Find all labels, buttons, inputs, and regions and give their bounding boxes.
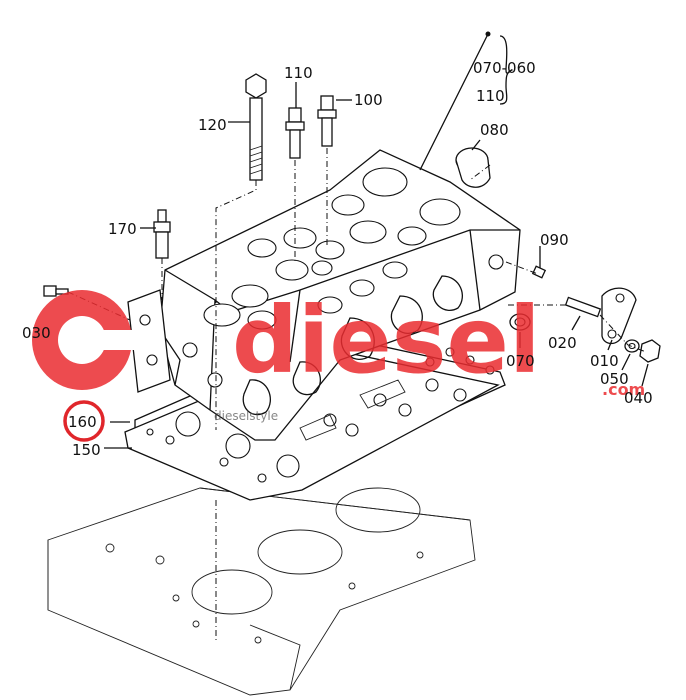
head-gasket bbox=[124, 334, 506, 501]
label-110-range: 110 bbox=[476, 87, 505, 105]
label-040: 040 bbox=[624, 389, 653, 407]
head-bolt-120 bbox=[245, 73, 267, 181]
cylinder-head bbox=[159, 149, 521, 441]
watermark-brand: diesel bbox=[232, 287, 540, 394]
label-080: 080 bbox=[480, 121, 509, 139]
valve-guide-110 bbox=[285, 107, 305, 159]
bolt-030 bbox=[43, 285, 69, 297]
centre-lines bbox=[67, 148, 647, 640]
label-070-060: 070-060 bbox=[473, 59, 536, 77]
watermark-small-text: dieselstyle bbox=[214, 409, 278, 423]
label-030: 030 bbox=[22, 324, 51, 342]
label-010: 010 bbox=[590, 352, 619, 370]
label-020: 020 bbox=[548, 334, 577, 352]
label-090: 090 bbox=[540, 231, 569, 249]
label-170: 170 bbox=[108, 220, 137, 238]
fitting-090 bbox=[531, 265, 547, 279]
label-100: 100 bbox=[354, 91, 383, 109]
label-120: 120 bbox=[198, 116, 227, 134]
label-070: 070 bbox=[506, 352, 535, 370]
label-110: 110 bbox=[284, 64, 313, 82]
washer-050 bbox=[624, 339, 640, 353]
label-160: 160 bbox=[68, 413, 97, 431]
plug-080 bbox=[455, 147, 491, 188]
label-150: 150 bbox=[72, 441, 101, 459]
washer-070 bbox=[509, 313, 531, 331]
engine-block bbox=[47, 487, 476, 696]
watermark-domain: .com bbox=[602, 380, 645, 399]
fitting-170 bbox=[153, 209, 171, 259]
label-050: 050 bbox=[600, 370, 629, 388]
stud-020 bbox=[564, 296, 602, 318]
end-plate bbox=[127, 289, 171, 393]
highlight-ring bbox=[63, 400, 105, 442]
callout-labels: 070-060 110 110 100 120 080 170 090 030 … bbox=[22, 59, 653, 459]
watermark: diesel .com dieselstyle bbox=[32, 287, 645, 423]
bracket-010 bbox=[601, 287, 637, 345]
leader-lines bbox=[104, 31, 649, 449]
nut-040 bbox=[639, 339, 661, 363]
valve-guide-100 bbox=[317, 95, 337, 147]
